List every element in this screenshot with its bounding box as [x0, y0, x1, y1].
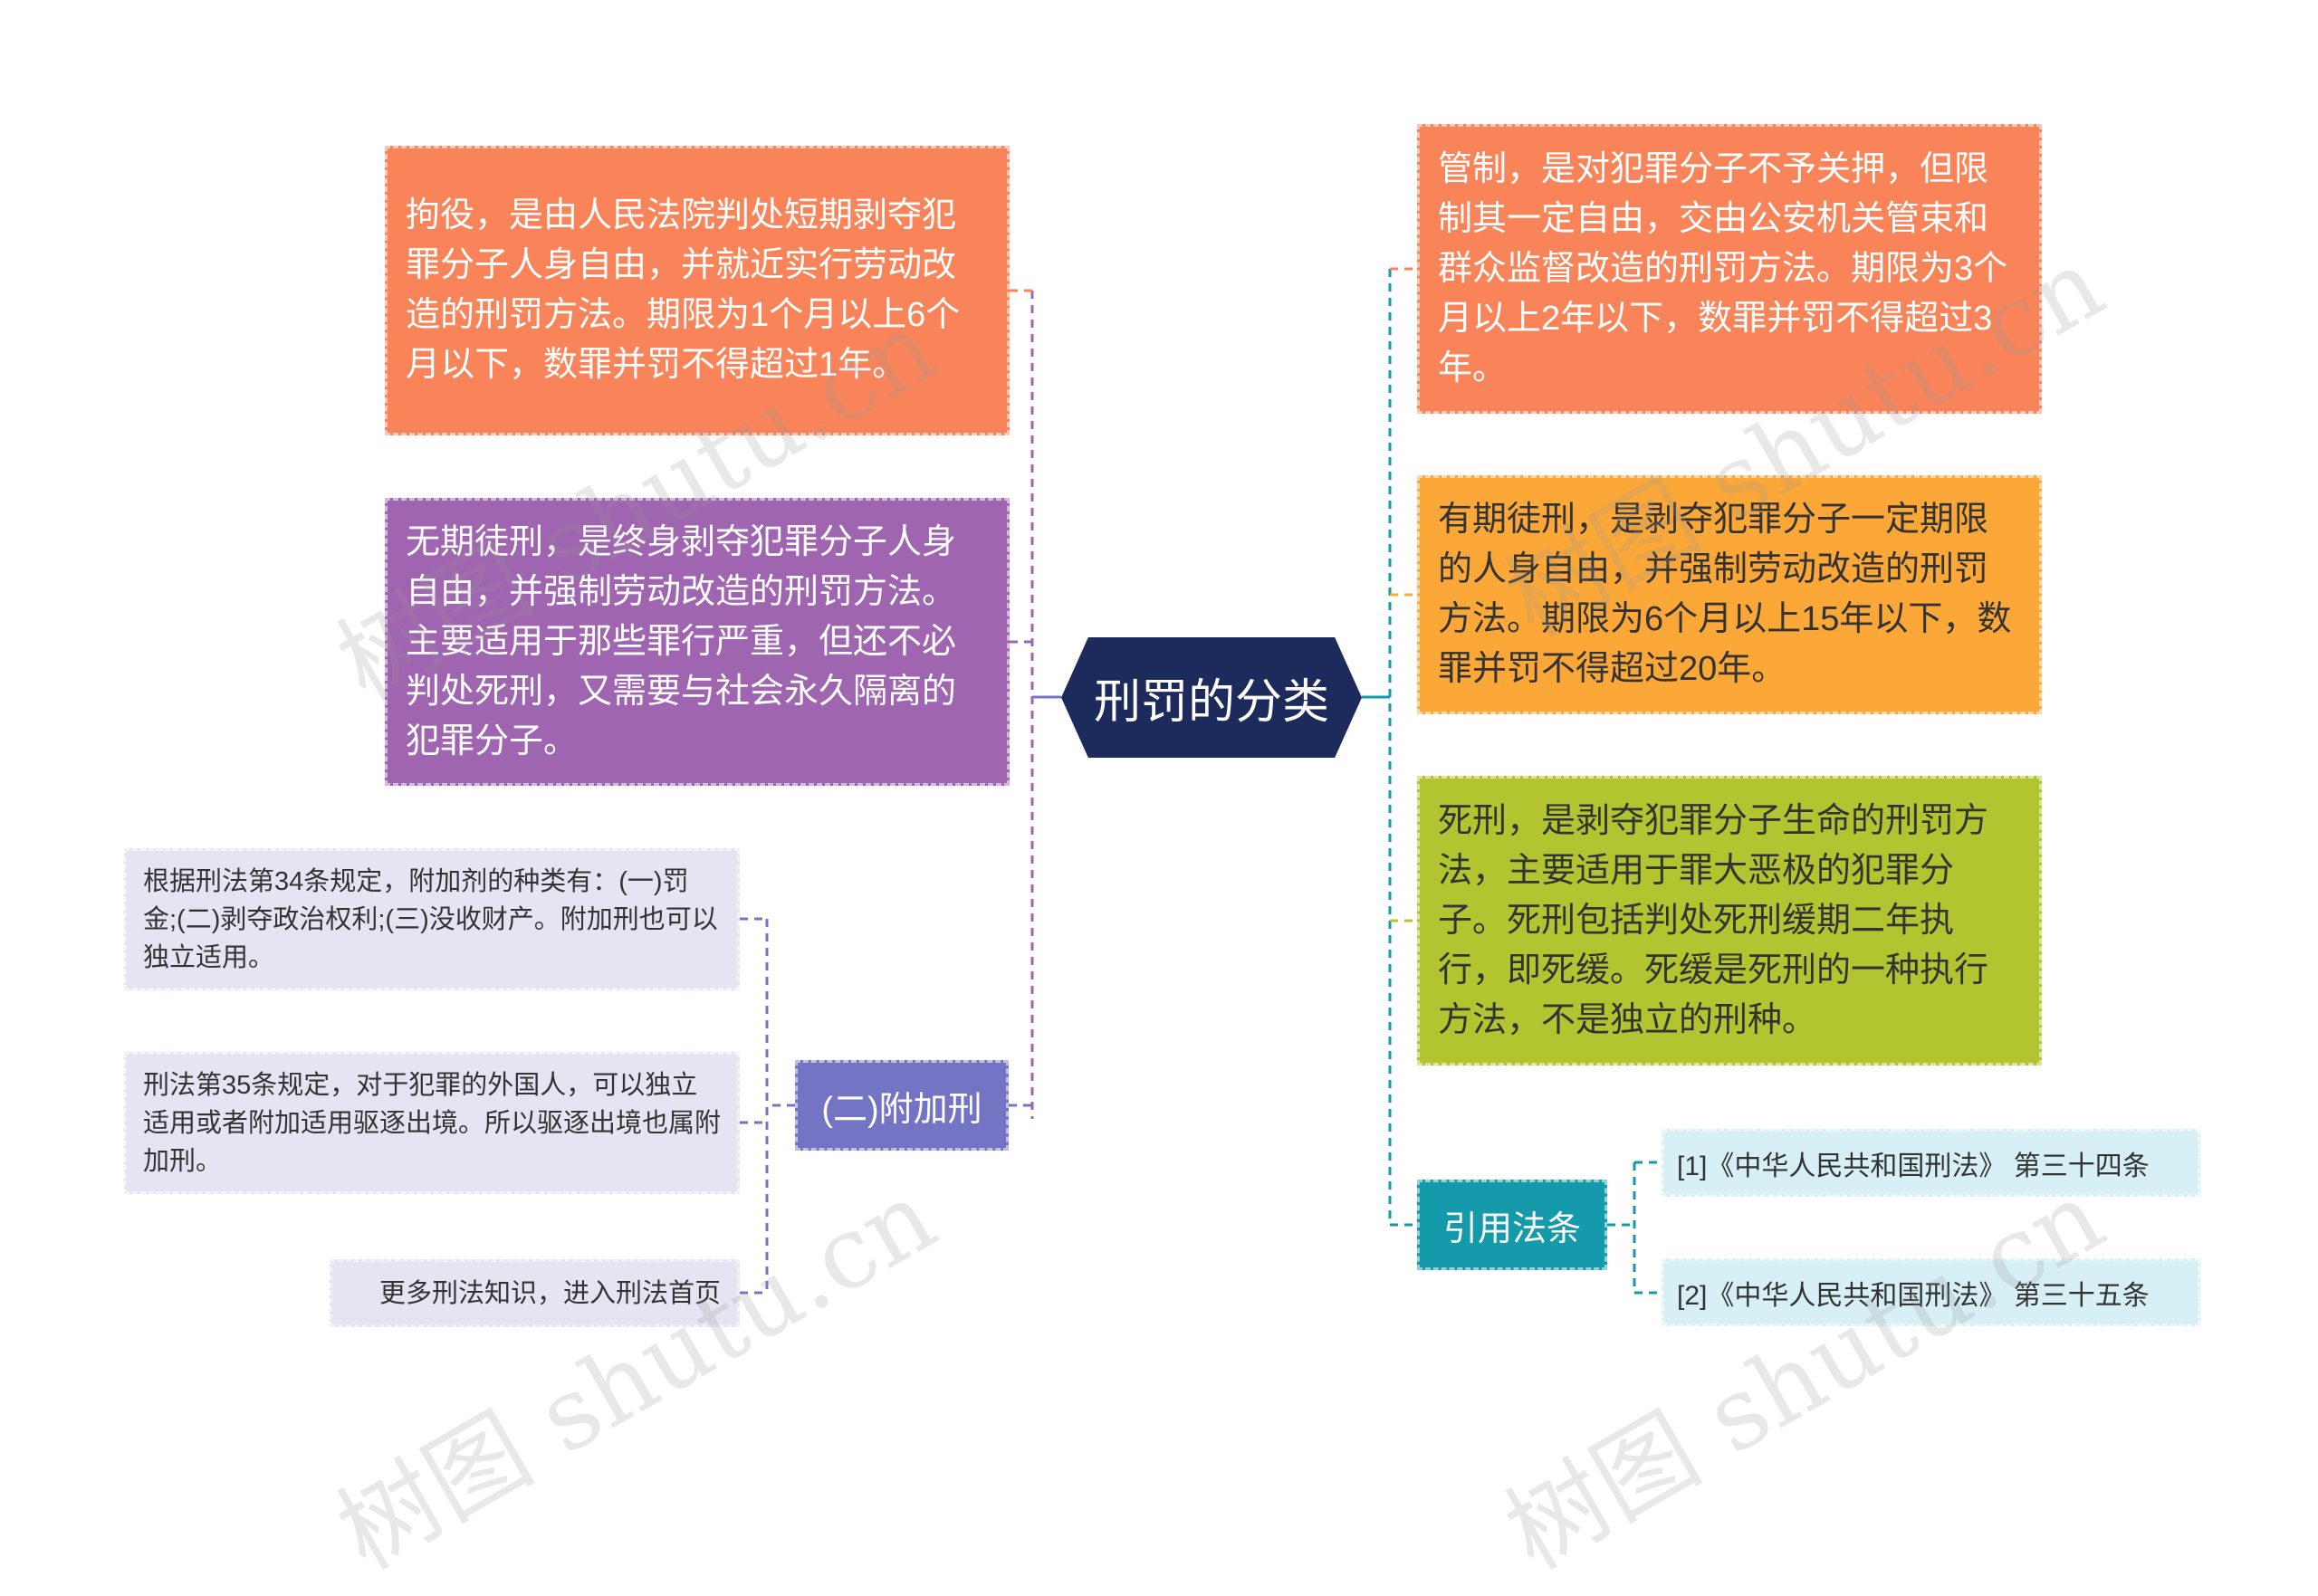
node-yinyong-fatiao[interactable]: 引用法条 [1417, 1180, 1607, 1270]
node-wuqi-text: 无期徒刑，是终身剥夺犯罪分子人身自由，并强制劳动改造的刑罚方法。主要适用于那些罪… [406, 522, 957, 760]
node-citation-2-text: [2]《中华人民共和国刑法》 第三十五条 [1677, 1280, 2150, 1311]
node-guanzhi-text: 管制，是对犯罪分子不予关押，但限制其一定自由，交由公安机关管束和群众监督改造的刑… [1438, 149, 2008, 387]
node-guanzhi[interactable]: 管制，是对犯罪分子不予关押，但限制其一定自由，交由公安机关管束和群众监督改造的刑… [1417, 124, 2042, 414]
node-citation-2[interactable]: [2]《中华人民共和国刑法》 第三十五条 [1662, 1258, 2200, 1326]
node-citation-1[interactable]: [1]《中华人民共和国刑法》 第三十四条 [1662, 1129, 2200, 1197]
node-sixing[interactable]: 死刑，是剥夺犯罪分子生命的刑罚方法，主要适用于罪大恶极的犯罪分子。死刑包括判处死… [1417, 776, 2042, 1066]
mind-map-canvas: 刑罚的分类 拘役，是由人民法院判处短期剥夺犯罪分子人身自由，并就近实行劳动改造的… [124, 124, 2200, 1591]
node-youqi-tuxing[interactable]: 有期徒刑，是剥夺犯罪分子一定期限的人身自由，并强制劳动改造的刑罚方法。期限为6个… [1417, 475, 2042, 714]
root-label: 刑罚的分类 [1093, 676, 1329, 729]
node-fujia-child-2-text: 刑法第35条规定，对于犯罪的外国人，可以独立适用或者附加适用驱逐出境。所以驱逐出… [143, 1070, 722, 1176]
connector-lines [740, 267, 1662, 1295]
node-fujia-child-1[interactable]: 根据刑法第34条规定，附加剂的种类有：(一)罚金;(二)剥夺政治权利;(三)没收… [124, 848, 740, 990]
node-yinyong-label: 引用法条 [1442, 1209, 1581, 1248]
root-node[interactable]: 刑罚的分类 [1061, 637, 1362, 758]
node-fujia-child-1-text: 根据刑法第34条规定，附加剂的种类有：(一)罚金;(二)剥夺政治权利;(三)没收… [143, 866, 718, 972]
node-youqi-text: 有期徒刑，是剥夺犯罪分子一定期限的人身自由，并强制劳动改造的刑罚方法。期限为6个… [1438, 501, 2012, 688]
node-juyi[interactable]: 拘役，是由人民法院判处短期剥夺犯罪分子人身自由，并就近实行劳动改造的刑罚方法。期… [385, 146, 1010, 435]
node-fujia-xing[interactable]: (二)附加刑 [795, 1060, 1009, 1151]
node-fujia-child-3-link[interactable]: 更多刑法知识，进入刑法首页 [330, 1259, 740, 1327]
node-sixing-text: 死刑，是剥夺犯罪分子生命的刑罚方法，主要适用于罪大恶极的犯罪分子。死刑包括判处死… [1438, 801, 1989, 1039]
node-wuqi-tuxing[interactable]: 无期徒刑，是终身剥夺犯罪分子人身自由，并强制劳动改造的刑罚方法。主要适用于那些罪… [385, 498, 1010, 786]
node-fujia-child-3-text: 更多刑法知识，进入刑法首页 [378, 1278, 721, 1308]
node-fujia-child-2[interactable]: 刑法第35条规定，对于犯罪的外国人，可以独立适用或者附加适用驱逐出境。所以驱逐出… [124, 1052, 740, 1194]
node-citation-1-text: [1]《中华人民共和国刑法》 第三十四条 [1677, 1151, 2150, 1181]
node-fujia-label: (二)附加刑 [821, 1090, 982, 1129]
node-juyi-text: 拘役，是由人民法院判处短期剥夺犯罪分子人身自由，并就近实行劳动改造的刑罚方法。期… [406, 196, 961, 384]
